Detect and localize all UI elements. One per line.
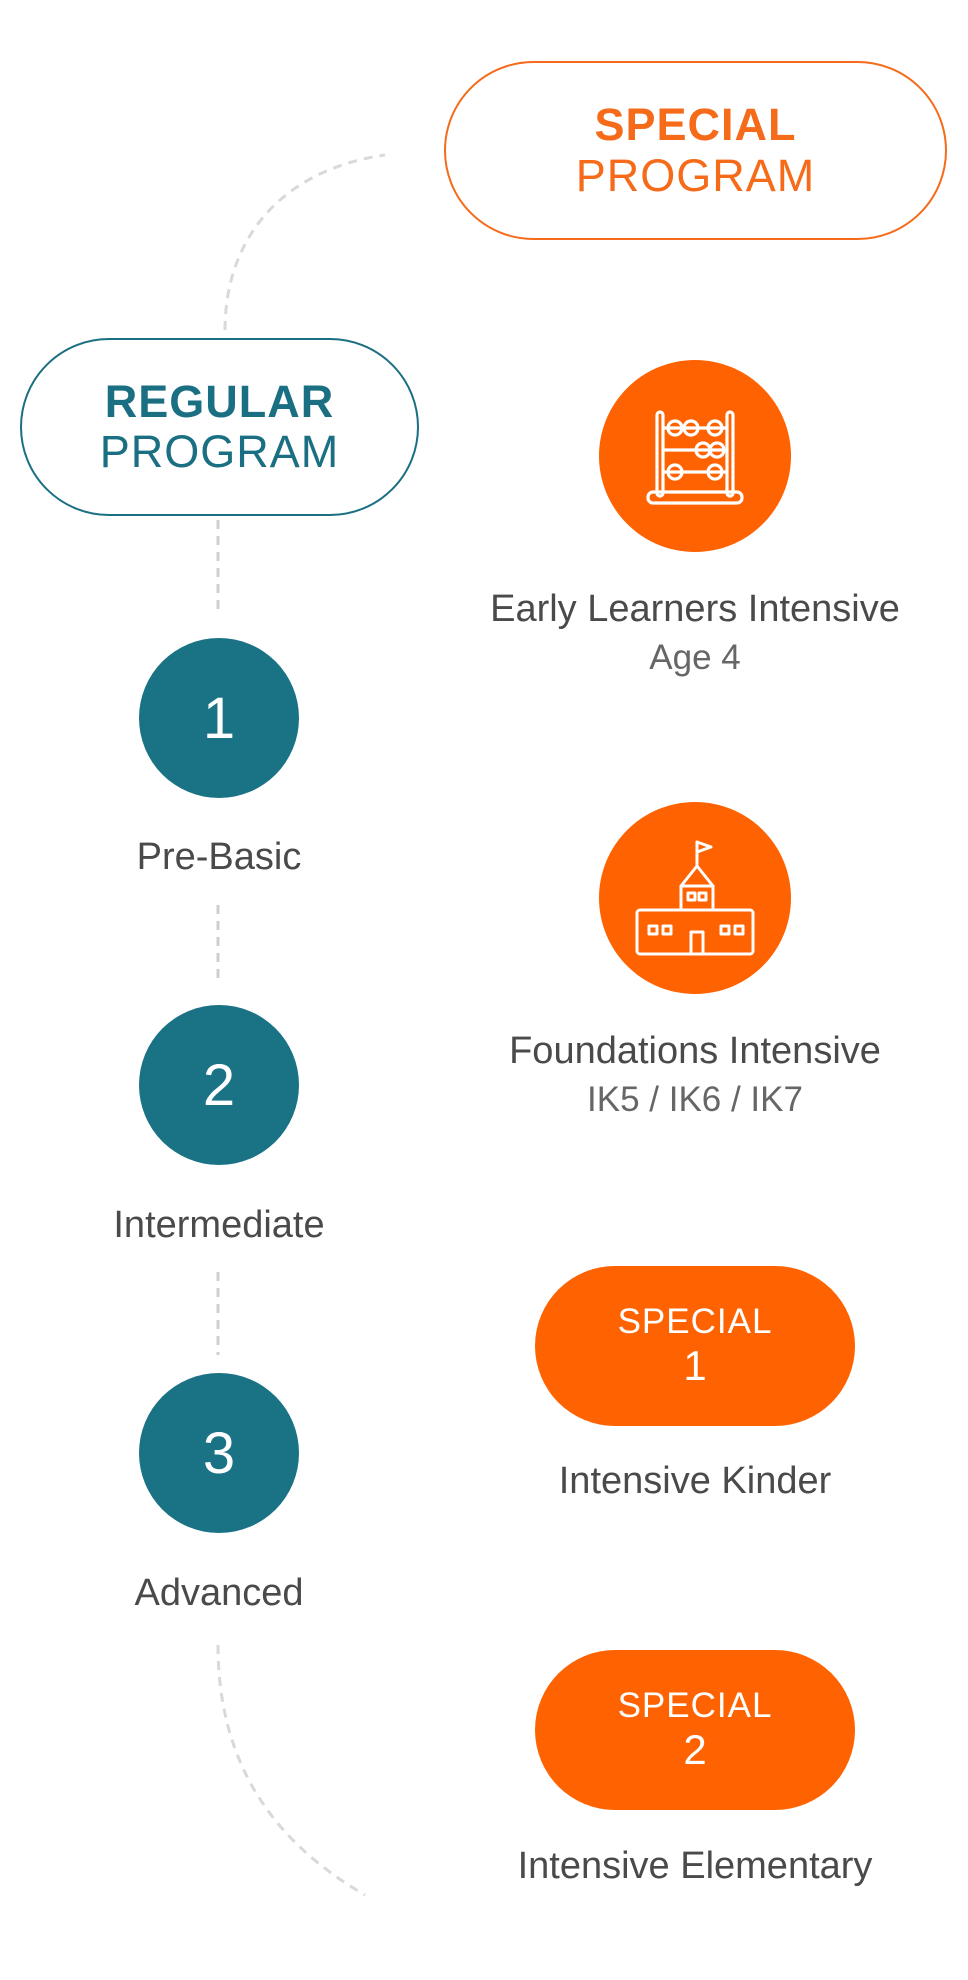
foundations-title: Foundations Intensive bbox=[509, 1030, 881, 1072]
regular-program-title: REGULAR bbox=[104, 375, 335, 427]
level-2-label: Intermediate bbox=[113, 1204, 325, 1246]
foundations-icon-circle bbox=[599, 802, 791, 994]
special-program-title: SPECIAL bbox=[594, 99, 797, 151]
special-1-number: 1 bbox=[683, 1341, 707, 1389]
curve-regular-to-special bbox=[223, 153, 386, 331]
level-3-label: Advanced bbox=[134, 1572, 304, 1614]
regular-program-pill: REGULAR PROGRAM bbox=[20, 338, 419, 516]
intensive-kinder-title: Intensive Kinder bbox=[558, 1460, 832, 1502]
special-program-subtitle: PROGRAM bbox=[575, 149, 816, 201]
early-learners-subtitle: Age 4 bbox=[649, 638, 741, 677]
abacus-icon bbox=[646, 410, 744, 505]
special-program-pill: SPECIAL PROGRAM bbox=[444, 61, 947, 240]
level-1-number: 1 bbox=[202, 685, 236, 751]
special-2-number: 2 bbox=[683, 1725, 707, 1773]
special-1-word: SPECIAL bbox=[617, 1301, 773, 1341]
early-learners-icon-circle bbox=[599, 360, 791, 552]
special-2-badge: SPECIAL 2 bbox=[535, 1650, 855, 1810]
special-2-word: SPECIAL bbox=[617, 1685, 773, 1725]
regular-program-subtitle: PROGRAM bbox=[99, 426, 340, 477]
intensive-elementary-title: Intensive Elementary bbox=[517, 1845, 873, 1887]
early-learners-title: Early Learners Intensive bbox=[490, 588, 900, 630]
school-building-icon bbox=[635, 840, 755, 956]
foundations-subtitle: IK5 / IK6 / IK7 bbox=[587, 1080, 803, 1119]
level-1-circle: 1 bbox=[139, 638, 299, 798]
level-2-circle: 2 bbox=[139, 1005, 299, 1165]
level-3-number: 3 bbox=[202, 1420, 236, 1486]
level-2-number: 2 bbox=[202, 1052, 236, 1118]
curve-advanced-to-end bbox=[216, 1644, 366, 1897]
special-1-badge: SPECIAL 1 bbox=[535, 1266, 855, 1426]
level-3-circle: 3 bbox=[139, 1373, 299, 1533]
level-1-label: Pre-Basic bbox=[136, 836, 302, 878]
